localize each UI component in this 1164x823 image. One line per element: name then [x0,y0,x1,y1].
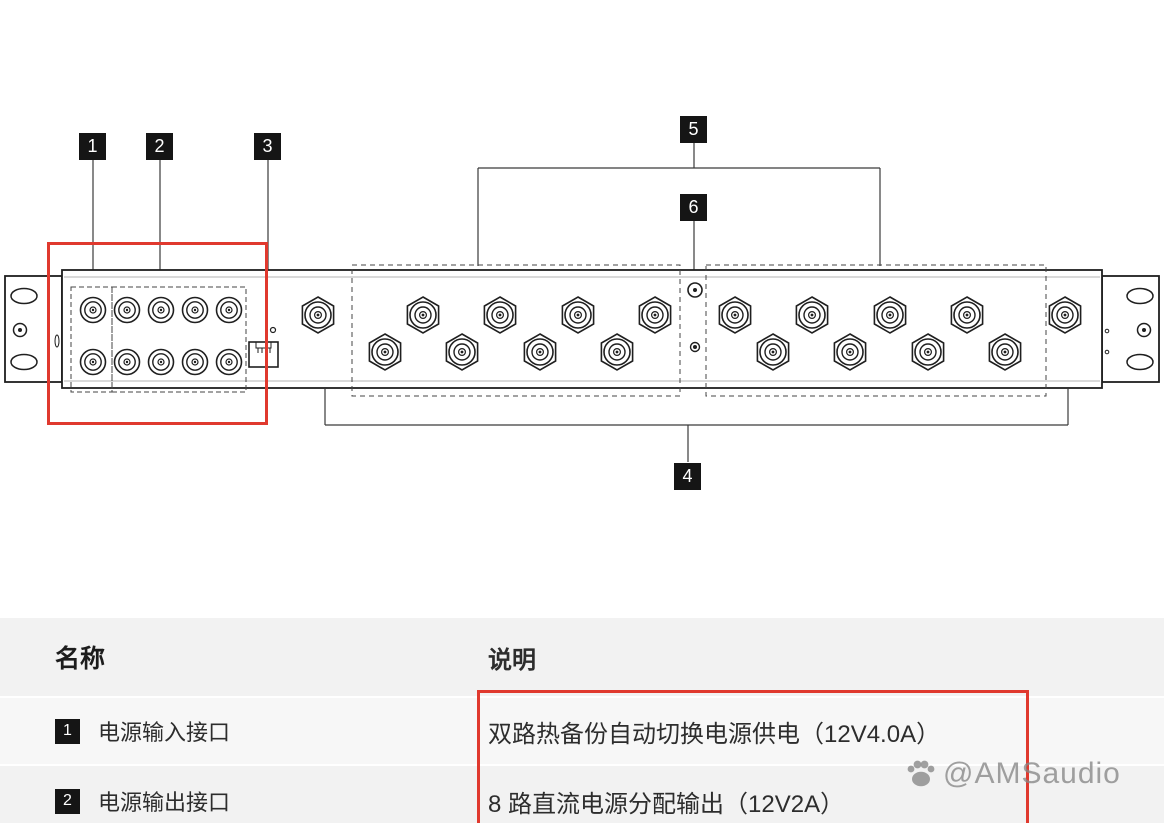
callout-5: 5 [680,116,707,143]
legend-header-description: 说明 [488,646,536,674]
watermark-paw-icon [907,760,935,787]
row-2-name: 电源输出接口 [98,790,231,815]
rack-ear-left [4,275,63,383]
legend-header-name: 名称 [55,645,106,673]
power-connector-group [70,286,247,393]
legend-header-row: 名称 说明 [0,618,1164,696]
legend-row-1: 1 电源输入接口 双路热备份自动切换电源供电（12V4.0A） [0,698,1164,764]
callout-4: 4 [674,463,701,490]
signal-group-dashed-box-right [705,264,1047,397]
highlight-power-section [47,242,268,425]
callout-6: 6 [680,194,707,221]
legend-table: 名称 说明 1 电源输入接口 双路热备份自动切换电源供电（12V4.0A） 2 … [0,618,1164,823]
highlight-description-column [477,690,1029,823]
callout-3: 3 [254,133,281,160]
signal-group-dashed-box-left [351,264,681,397]
row-1-name: 电源输入接口 [98,720,231,745]
rack-ear-right [1101,275,1160,383]
indicator-led [687,282,703,353]
callout-1: 1 [79,133,106,160]
power-output-dashed-box [111,286,247,393]
watermark-text: @AMSaudio [943,757,1121,790]
row-2-description: 8 路直流电源分配输出（12V2A） [488,790,845,818]
ethernet-port [248,326,279,368]
watermark: @AMSaudio [905,757,1121,791]
callout-2: 2 [146,133,173,160]
legend-row-2: 2 电源输出接口 8 路直流电源分配输出（12V2A） [0,766,1164,823]
power-input-dashed-box [70,286,113,393]
leader-lines [92,143,1069,462]
device-rear-panel-diagram [4,143,1160,462]
row-1-description: 双路热备份自动切换电源供电（12V4.0A） [488,720,941,748]
row-2-number-badge: 2 [55,788,80,814]
row-1-number-badge: 1 [55,718,80,744]
